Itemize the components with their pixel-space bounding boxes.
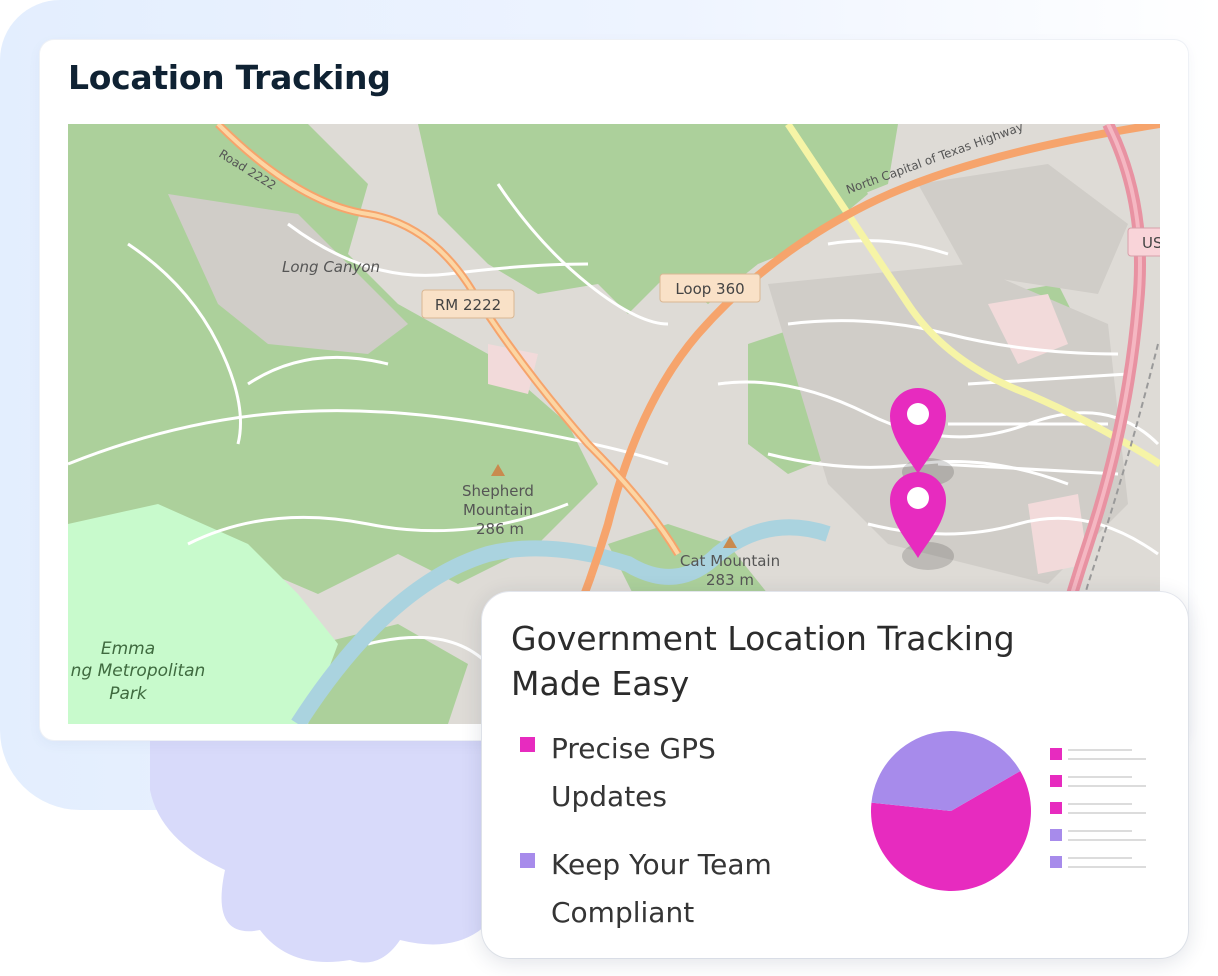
pie-chart-svg bbox=[871, 731, 1031, 891]
label-park: Park bbox=[109, 684, 148, 704]
legend-placeholder-line bbox=[1068, 758, 1146, 760]
info-title-line-2: Made Easy bbox=[511, 664, 690, 703]
legend-placeholder-line bbox=[1068, 830, 1132, 832]
us-shield: US bbox=[1127, 227, 1160, 257]
location-pin-2[interactable] bbox=[890, 472, 954, 570]
pie-slice-1 bbox=[871, 771, 1031, 891]
info-title-line-1: Government Location Tracking bbox=[511, 619, 1015, 658]
label-long-canyon: Long Canyon bbox=[282, 258, 380, 276]
svg-text:Loop 360: Loop 360 bbox=[675, 280, 744, 298]
pie-chart bbox=[868, 728, 1034, 899]
yellow-highway bbox=[785, 124, 1160, 467]
label-cat-mountain: Cat Mountain bbox=[680, 552, 780, 570]
feature-text: Precise GPS Updates bbox=[551, 732, 716, 813]
legend-swatch bbox=[1050, 856, 1062, 868]
commercial-areas bbox=[488, 294, 1088, 574]
svg-text:US: US bbox=[1142, 234, 1160, 252]
legend-swatch bbox=[1050, 829, 1062, 841]
peak-marker-icon bbox=[723, 536, 737, 548]
loop-360-shield: Loop 360 bbox=[659, 273, 761, 303]
major-roads-inner bbox=[216, 124, 680, 556]
label-metropolitan: ng Metropolitan bbox=[71, 661, 206, 681]
bullet-square-icon bbox=[520, 853, 535, 868]
legend-swatch bbox=[1050, 802, 1062, 814]
river bbox=[291, 519, 831, 724]
park-area bbox=[68, 504, 338, 724]
label-emma: Emma bbox=[101, 639, 155, 659]
legend-item-5 bbox=[1050, 856, 1160, 883]
legend-item-4 bbox=[1050, 829, 1160, 856]
info-card: Government Location Tracking Made Easy P… bbox=[482, 592, 1188, 958]
legend-item-1 bbox=[1050, 748, 1160, 775]
label-shepherd-elev: 286 m bbox=[476, 520, 524, 538]
legend-item-2 bbox=[1050, 775, 1160, 802]
peak-marker-icon bbox=[491, 464, 505, 476]
legend-item-3 bbox=[1050, 802, 1160, 829]
pie-slice-2 bbox=[871, 731, 1021, 811]
legend-placeholder-line bbox=[1068, 803, 1132, 805]
label-mountain: Mountain bbox=[463, 501, 533, 519]
feature-text: Keep Your Team Compliant bbox=[551, 848, 772, 929]
chart-legend bbox=[1050, 748, 1160, 883]
legend-placeholder-line bbox=[1068, 812, 1146, 814]
label-cat-elev: 283 m bbox=[706, 571, 754, 589]
rm-2222-shield: RM 2222 bbox=[421, 289, 515, 319]
legend-placeholder-line bbox=[1068, 749, 1132, 751]
info-card-title: Government Location Tracking Made Easy bbox=[511, 616, 1015, 706]
map-pin-icon bbox=[890, 388, 946, 474]
legend-placeholder-line bbox=[1068, 857, 1132, 859]
bullet-square-icon bbox=[520, 737, 535, 752]
legend-placeholder-line bbox=[1068, 839, 1146, 841]
page-title: Location Tracking bbox=[68, 58, 391, 97]
legend-placeholder-line bbox=[1068, 866, 1146, 868]
legend-placeholder-line bbox=[1068, 776, 1132, 778]
map-pin-icon bbox=[890, 472, 946, 558]
svg-text:RM 2222: RM 2222 bbox=[435, 296, 501, 314]
legend-placeholder-line bbox=[1068, 785, 1146, 787]
label-shepherd: Shepherd bbox=[462, 482, 534, 500]
legend-swatch bbox=[1050, 748, 1062, 760]
pin-shadow bbox=[902, 542, 954, 570]
legend-swatch bbox=[1050, 775, 1062, 787]
